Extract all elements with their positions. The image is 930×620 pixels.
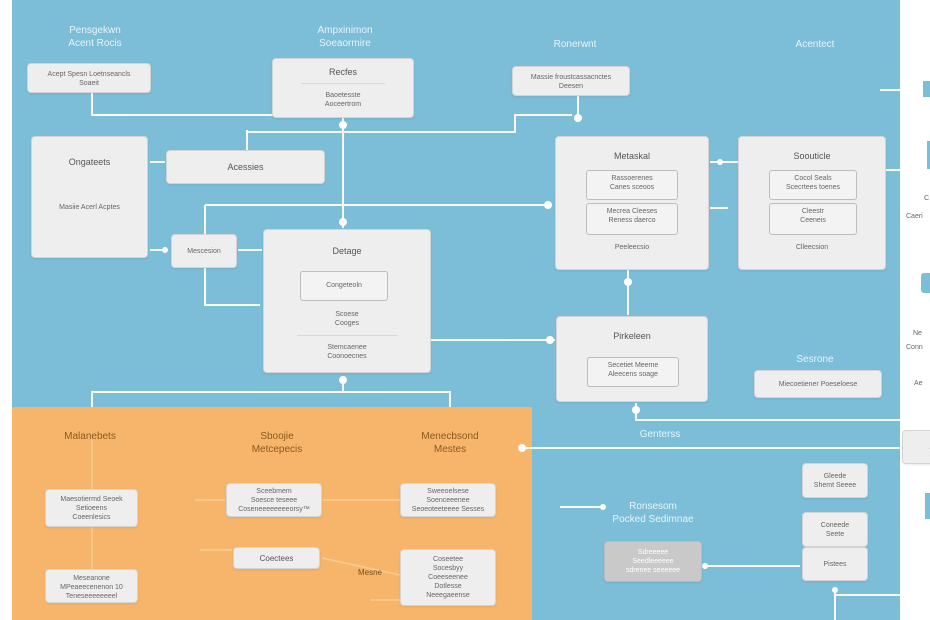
edge-text-3: Ne	[913, 330, 922, 337]
node-dot	[832, 587, 838, 593]
orange-box-4[interactable]: Coectees	[233, 547, 320, 569]
orange-box-6-label: Coseetee Socesbyy Coeeseenee Dotlesse Ne…	[426, 556, 470, 599]
pirkeleen-box[interactable]: Pirkeleen Secetiet Meeme Aleecens soage	[556, 316, 708, 402]
ongeteets-sub: Masiie Acerl Acptes	[59, 204, 120, 211]
lower-right-box-3[interactable]: Pistees	[802, 547, 868, 581]
detage-title: Detage	[332, 246, 362, 256]
lower-right-label: Ronsesom Pocked Sedimnae	[612, 501, 694, 525]
ongeteets-box[interactable]: Ongateets Masiie Acerl Acptes	[31, 136, 148, 258]
massie-label: Massie froustcassacnctes Deesen	[530, 74, 612, 90]
connector-orange-b4-b6	[321, 557, 401, 576]
lower-right-box-2[interactable]: Coneede Seete	[802, 512, 868, 547]
orange-box-5[interactable]: Sweeoelsese Soenceeenee Seoeoteeteeee Se…	[400, 483, 496, 517]
miecoetiener-box[interactable]: Miecoetiener Poeseloese	[754, 370, 882, 398]
edge-text-2: Caeri	[906, 213, 923, 220]
node-dot	[632, 406, 640, 414]
column-label-3: Ronerwnt	[553, 39, 597, 50]
lower-right-box-1[interactable]: Gleede Shemt Seeee	[802, 463, 868, 498]
metaskal-title: Metaskal	[613, 151, 650, 161]
orange-box-2-label: Meseanone MPeaeecenenon 10 Teneseeeeeeee…	[60, 575, 123, 600]
edge-box-4: A	[902, 430, 930, 464]
metaskal-inner-2: Mecrea Cleeses Reness daerco	[586, 203, 678, 235]
detage-text-a: Scoese Cooges	[334, 311, 360, 327]
edge-box-2	[926, 140, 930, 170]
orange-box-3-label: Sceebmem Soesce teseee Coseneeeeeeeeorsy…	[238, 488, 310, 513]
edge-box-3	[920, 272, 930, 294]
soouticle-box[interactable]: Soouticle Cocol Seals Scecrtees toenes C…	[738, 136, 886, 270]
orange-box-1[interactable]: Maesotiermd Seoek Setioeens Coeenlesics	[45, 489, 138, 527]
orange-heading-1: Malanebets	[64, 431, 116, 442]
orange-box-4-label: Coectees	[259, 554, 294, 563]
massie-box[interactable]: Massie froustcassacnctes Deesen	[512, 66, 630, 96]
mescesion-label: Mescesion	[187, 248, 221, 255]
node-dot	[717, 159, 723, 165]
orange-box-3[interactable]: Sceebmem Soesce teseee Coseneeeeeeeeorsy…	[226, 483, 322, 517]
node-dot	[518, 444, 526, 452]
recfes-title: Recfes	[328, 67, 357, 77]
metaskal-footer: Peeleecsio	[614, 244, 650, 251]
column-label-1: Pensgekwn Acent Rocis	[68, 25, 122, 49]
ongeteets-title: Ongateets	[68, 157, 111, 167]
orange-box-2[interactable]: Meseanone MPeaeecenenon 10 Teneseeeeeeee…	[45, 569, 138, 603]
recfes-box[interactable]: Recfes Baoetesste Aoceertrom	[272, 58, 414, 118]
connector-orange-top	[91, 391, 451, 407]
detage-box[interactable]: Detage Congeteoln Scoese Cooges Stemcaen…	[263, 229, 431, 373]
detage-inner: Congeteoln	[300, 271, 388, 301]
metaskal-inner-1: Rassoerenes Canes sceoos	[586, 170, 678, 200]
connector-massie	[247, 114, 572, 133]
node-dot	[624, 278, 632, 286]
miecoetiener-label: Miecoetiener Poeseloese	[778, 381, 858, 388]
connector-acept	[91, 92, 340, 116]
lower-right-box-3-label: Pistees	[823, 561, 847, 568]
connector-genterss	[635, 403, 900, 421]
node-dot	[544, 201, 552, 209]
acept-label: Acept Spesn Loetnseancls Soaeit	[47, 71, 131, 87]
orange-box-1-label: Maesotiermd Seoek Setioeens Coeenlesics	[60, 496, 123, 521]
orange-heading-2: Sboojie Metcepecis	[251, 431, 303, 455]
edge-text-4: Conn	[906, 344, 923, 351]
lower-right-gray-label: Sdreeeee Seedleeeeee sdrenee seeeeee	[625, 549, 681, 574]
recfes-sub: Baoetesste Aoceertrom	[324, 92, 362, 108]
orange-box-6[interactable]: Coseetee Socesbyy Coeeseenee Dotlesse Ne…	[400, 549, 496, 606]
metaskal-box[interactable]: Metaskal Rassoerenes Canes sceoos Mecrea…	[555, 136, 709, 270]
node-dot	[574, 114, 582, 122]
soouticle-inner-2: Cleestr Ceeneis	[769, 203, 857, 235]
mescesion-box[interactable]: Mescesion	[171, 234, 237, 268]
soouticle-title: Soouticle	[793, 151, 831, 161]
orange-mid-label: Mesne	[357, 568, 382, 577]
node-dot	[339, 218, 347, 226]
lower-right-box-2-label: Coneede Seete	[820, 522, 850, 538]
node-dot	[339, 121, 347, 129]
pirkeleen-title: Pirkeleen	[613, 331, 651, 341]
node-dot	[162, 247, 168, 253]
edge-box-5	[924, 492, 930, 520]
node-dot	[546, 336, 554, 344]
acessies-label: Acessies	[227, 162, 264, 172]
edge-text-6: A	[923, 443, 930, 452]
soouticle-footer: Clleecsion	[795, 244, 829, 251]
orange-heading-3: Menecbsond Mestes	[421, 431, 479, 455]
node-dot	[702, 563, 708, 569]
edge-box-1	[922, 80, 930, 98]
sesrone-label: Sesrone	[796, 354, 834, 365]
lower-right-gray-box[interactable]: Sdreeeee Seedleeeeee sdrenee seeeeee	[604, 541, 702, 582]
edge-text-5: Ae	[914, 380, 923, 387]
soouticle-inner-1: Cocol Seals Scecrtees toenes	[769, 170, 857, 200]
column-label-4: Acentect	[795, 39, 835, 50]
acept-box[interactable]: Acept Spesn Loetnseancls Soaeit	[27, 63, 151, 93]
genterss-label: Genterss	[639, 429, 681, 440]
orange-box-5-label: Sweeoelsese Soenceeenee Seoeoteeteeee Se…	[411, 488, 485, 513]
edge-text-1: C	[924, 195, 930, 202]
node-dot	[600, 504, 606, 510]
lower-right-box-1-label: Gleede Shemt Seeee	[813, 473, 857, 489]
pirkeleen-inner: Secetiet Meeme Aleecens soage	[587, 357, 679, 387]
detage-text-b: Stemcaenee Coonoecnes	[327, 344, 367, 360]
acessies-box[interactable]: Acessies	[166, 150, 325, 184]
column-label-2: Ampxinimon Soeaormire	[317, 25, 373, 49]
node-dot	[339, 376, 347, 384]
